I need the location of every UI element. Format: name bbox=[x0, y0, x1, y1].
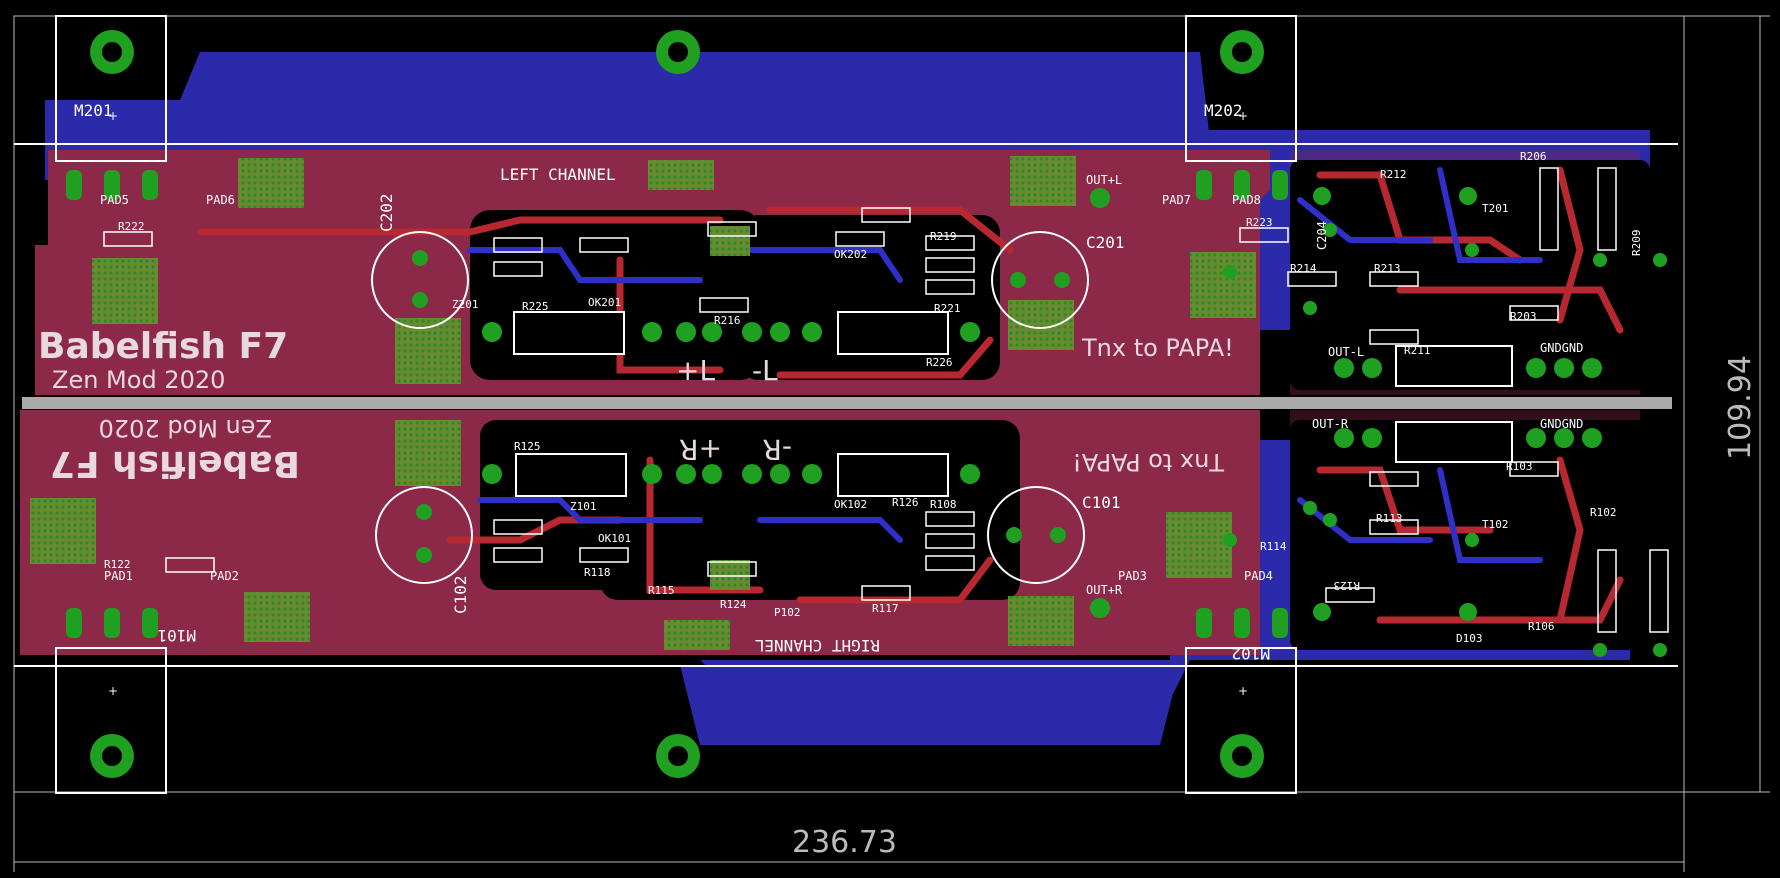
label-pad4: PAD4 bbox=[1244, 569, 1273, 583]
label-ok102: OK102 bbox=[834, 498, 867, 511]
cap-c201: C201 bbox=[1086, 233, 1125, 252]
label-pad6: PAD6 bbox=[206, 193, 235, 207]
label-z201: Z201 bbox=[452, 298, 479, 311]
dimension-lines bbox=[13, 15, 1770, 872]
center-divider bbox=[22, 397, 1672, 409]
svg-text:+: + bbox=[108, 684, 118, 698]
hatched-pads bbox=[30, 156, 1256, 650]
label-pad5: PAD5 bbox=[100, 193, 129, 207]
label-z101: Z101 bbox=[570, 500, 597, 513]
mount-m202: M202 bbox=[1204, 101, 1243, 120]
dimension-width: 236.73 bbox=[792, 825, 897, 860]
label-r203: R203 bbox=[1510, 310, 1537, 323]
left-channel-label: LEFT CHANNEL bbox=[500, 165, 616, 184]
label-r125: R125 bbox=[514, 440, 541, 453]
capacitor-pads bbox=[412, 250, 1070, 563]
cap-c102: C102 bbox=[451, 575, 470, 614]
label-d103: D103 bbox=[1456, 632, 1483, 645]
label-t201: T201 bbox=[1482, 202, 1509, 215]
board-title: Babelfish F7 bbox=[38, 326, 288, 367]
label-r102: R102 bbox=[1590, 506, 1617, 519]
label-r223: R223 bbox=[1246, 216, 1273, 229]
label-r115: R115 bbox=[648, 584, 675, 597]
svg-text:+: + bbox=[1238, 109, 1248, 123]
label-out-minus-r: OUT-R bbox=[1312, 417, 1349, 431]
rail-plus-right: +R bbox=[679, 433, 722, 466]
bottom-copper-layer bbox=[45, 52, 1650, 745]
board-subtitle: Zen Mod 2020 bbox=[52, 366, 225, 394]
label-ok101: OK101 bbox=[598, 532, 631, 545]
label-out-plus-l: OUT+L bbox=[1086, 173, 1122, 187]
mounting-holes bbox=[90, 30, 1264, 778]
label-pad7: PAD7 bbox=[1162, 193, 1191, 207]
mount-m101: M101 bbox=[157, 626, 196, 645]
board-outline bbox=[13, 15, 1685, 793]
label-pad3: PAD3 bbox=[1118, 569, 1147, 583]
label-r206: R206 bbox=[1520, 150, 1547, 163]
mount-m201: M201 bbox=[74, 101, 113, 120]
rail-plus-left: +L bbox=[676, 354, 715, 387]
label-r212: R212 bbox=[1380, 168, 1407, 181]
transistor-pads bbox=[66, 170, 1288, 638]
label-r126: R126 bbox=[892, 496, 919, 509]
resistors bbox=[103, 167, 1669, 633]
label-r222: R222 bbox=[118, 220, 145, 233]
cap-c204: C204 bbox=[1315, 221, 1329, 250]
label-r221: R221 bbox=[934, 302, 961, 315]
label-p102: P102 bbox=[774, 606, 801, 619]
label-gnd-bottom: GNDGND bbox=[1540, 417, 1583, 431]
silk-rails bbox=[14, 143, 1678, 667]
board-subtitle-mirrored: Zen Mod 2020 bbox=[99, 414, 272, 442]
bottom-traces bbox=[467, 167, 1543, 563]
label-r219: R219 bbox=[930, 230, 957, 243]
label-r123: R123 bbox=[1334, 579, 1361, 592]
cap-c202: C202 bbox=[377, 193, 396, 232]
label-r209: R209 bbox=[1630, 230, 1643, 257]
label-r225: R225 bbox=[522, 300, 549, 313]
capacitor-outlines bbox=[371, 231, 1089, 584]
mount-m102: M102 bbox=[1231, 644, 1270, 663]
label-r122: R122 bbox=[104, 558, 131, 571]
right-channel-label: RIGHT CHANNEL bbox=[755, 636, 880, 655]
label-gnd-top: GNDGND bbox=[1540, 341, 1583, 355]
via-pads bbox=[482, 187, 1667, 657]
label-r114: R114 bbox=[1260, 540, 1287, 553]
label-pad1: PAD1 bbox=[104, 569, 133, 583]
svg-text:+: + bbox=[1238, 684, 1248, 698]
mount-outlines bbox=[55, 15, 1297, 794]
silk-markers: + + + + bbox=[108, 109, 1248, 698]
label-t102: T102 bbox=[1482, 518, 1509, 531]
thanks-text: Tnx to PAPA! bbox=[1081, 334, 1234, 362]
label-r108: R108 bbox=[930, 498, 957, 511]
label-r117: R117 bbox=[872, 602, 899, 615]
label-r124: R124 bbox=[720, 598, 747, 611]
label-out-plus-r: OUT+R bbox=[1086, 583, 1123, 597]
label-r118: R118 bbox=[584, 566, 611, 579]
label-r226: R226 bbox=[926, 356, 953, 369]
label-ok202: OK202 bbox=[834, 248, 867, 261]
thanks-text-mirrored: Tnx to PAPA! bbox=[1072, 448, 1225, 476]
label-r103: R103 bbox=[1506, 460, 1533, 473]
label-r106: R106 bbox=[1528, 620, 1555, 633]
label-pad2: PAD2 bbox=[210, 569, 239, 583]
label-r216: R216 bbox=[714, 314, 741, 327]
label-r211: R211 bbox=[1404, 344, 1431, 357]
label-r214: R214 bbox=[1290, 262, 1317, 275]
label-pad8: PAD8 bbox=[1232, 193, 1261, 207]
label-r113: R113 bbox=[1376, 512, 1403, 525]
dimension-height: 109.94 bbox=[1723, 355, 1758, 460]
cap-c101: C101 bbox=[1082, 493, 1121, 512]
label-ok201: OK201 bbox=[588, 296, 621, 309]
label-out-minus-l: OUT-L bbox=[1328, 345, 1364, 359]
rail-minus-right: -R bbox=[762, 433, 792, 466]
film-caps bbox=[513, 311, 1513, 497]
label-r213: R213 bbox=[1374, 262, 1401, 275]
rail-minus-left: -L bbox=[752, 354, 778, 387]
board-title-mirrored: Babelfish F7 bbox=[50, 443, 300, 484]
svg-text:+: + bbox=[108, 109, 118, 123]
